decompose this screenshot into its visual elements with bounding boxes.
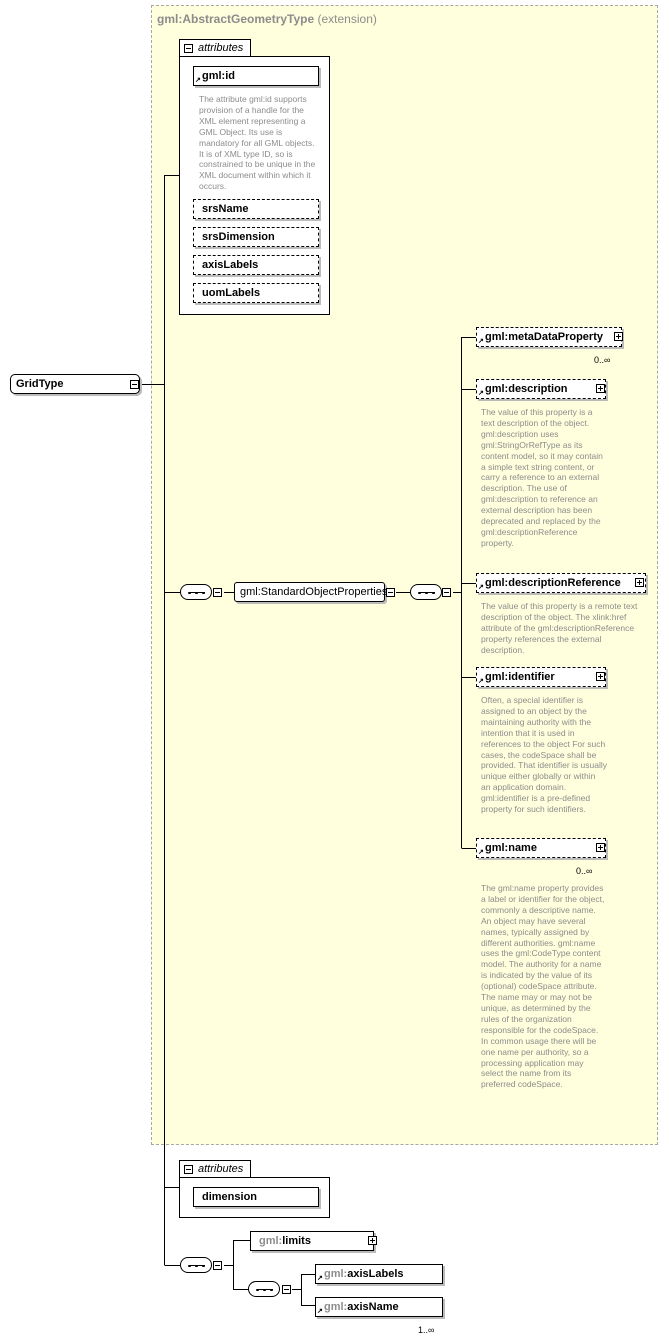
expand-icon[interactable] xyxy=(635,578,644,587)
choice-compositor-icon[interactable] xyxy=(248,1281,280,1297)
axisname-cardinality: 1..∞ xyxy=(418,1325,435,1335)
reference-arrow-icon: ↗ xyxy=(478,584,484,591)
expand-icon[interactable] xyxy=(614,332,623,341)
group-collapse-icon[interactable] xyxy=(386,588,395,597)
element-axislabels-name: axisLabels xyxy=(347,1268,404,1280)
name-cardinality: 0..∞ xyxy=(576,866,593,876)
choice-collapse-icon[interactable] xyxy=(282,1285,291,1294)
attribute-gml-id-description: The attribute gml:id supports provision … xyxy=(199,94,316,192)
root-element-label: GridType xyxy=(16,378,64,390)
extension-title: gml:AbstractGeometryType (extension) xyxy=(157,12,377,26)
bottom-attributes-tab[interactable]: attributes xyxy=(179,1160,251,1178)
sequence-compositor-icon[interactable] xyxy=(180,584,212,600)
extension-type-suffix: (extension) xyxy=(317,12,377,26)
element-identifier-text: Often, a special identifier is assigned … xyxy=(481,695,607,815)
element-metadataproperty[interactable]: ↗ gml:metaDataProperty xyxy=(476,327,622,347)
bottom-sequence-compositor-icon[interactable] xyxy=(180,1257,212,1273)
reference-arrow-icon: ↗ xyxy=(317,1308,323,1315)
element-metadataproperty-label: gml:metaDataProperty xyxy=(485,331,603,343)
reference-arrow-icon: ↗ xyxy=(317,1275,323,1282)
attribute-srsdimension-label: srsDimension xyxy=(202,231,275,243)
element-axislabels-prefix: gml: xyxy=(324,1268,348,1280)
attribute-srsdimension[interactable]: srsDimension xyxy=(193,227,319,247)
element-description[interactable]: ↗ gml:description xyxy=(476,379,606,399)
element-descriptionreference-label: gml:descriptionReference xyxy=(485,577,621,589)
expand-icon[interactable] xyxy=(596,843,605,852)
extension-type-name: gml:AbstractGeometryType xyxy=(157,12,315,26)
element-axisname[interactable]: ↗ gml:axisName xyxy=(315,1297,443,1317)
attribute-dimension-label: dimension xyxy=(202,1191,258,1203)
collapse-icon[interactable] xyxy=(184,44,193,53)
metadataproperty-cardinality: 0..∞ xyxy=(594,355,611,365)
element-axisname-name: axisName xyxy=(347,1301,399,1313)
attribute-srsname[interactable]: srsName xyxy=(193,199,319,219)
inner-sequence-compositor-icon[interactable] xyxy=(410,584,442,600)
expand-icon[interactable] xyxy=(596,672,605,681)
element-limits-name: limits xyxy=(282,1235,311,1247)
attribute-gml-id[interactable]: ↗ gml:id xyxy=(193,66,319,86)
attribute-axislabels[interactable]: axisLabels xyxy=(193,255,319,275)
top-attributes-label: attributes xyxy=(198,42,244,54)
bottom-sequence-collapse-icon[interactable] xyxy=(213,1261,222,1270)
attribute-dimension[interactable]: dimension xyxy=(193,1187,319,1207)
element-limits[interactable]: gml:limits xyxy=(250,1231,374,1251)
element-name-label: gml:name xyxy=(485,842,537,854)
reference-arrow-icon: ↗ xyxy=(478,338,484,345)
attribute-uomlabels[interactable]: uomLabels xyxy=(193,283,319,303)
element-description-label: gml:description xyxy=(485,383,568,395)
root-element-gridtype[interactable]: GridType xyxy=(10,374,140,394)
reference-arrow-icon: ↗ xyxy=(478,390,484,397)
element-limits-prefix: gml: xyxy=(259,1235,283,1247)
element-name[interactable]: ↗ gml:name xyxy=(476,838,606,858)
bottom-attributes-label: attributes xyxy=(198,1163,244,1175)
sequence-collapse-icon[interactable] xyxy=(213,588,222,597)
expand-icon[interactable] xyxy=(596,384,605,393)
expand-icon[interactable] xyxy=(368,1236,377,1245)
element-description-text: The value of this property is a text des… xyxy=(481,407,603,548)
attribute-srsname-label: srsName xyxy=(202,203,249,215)
top-attributes-tab[interactable]: attributes xyxy=(179,39,251,57)
attribute-uomlabels-label: uomLabels xyxy=(202,287,261,299)
attribute-gml-id-label: gml:id xyxy=(202,70,235,82)
group-label: gml:StandardObjectProperties xyxy=(240,586,388,598)
reference-arrow-icon: ↗ xyxy=(478,678,484,685)
attribute-axislabels-label: axisLabels xyxy=(202,259,259,271)
element-descriptionreference[interactable]: ↗ gml:descriptionReference xyxy=(476,573,646,593)
element-identifier-label: gml:identifier xyxy=(485,671,555,683)
element-axisname-prefix: gml: xyxy=(324,1301,348,1313)
element-identifier[interactable]: ↗ gml:identifier xyxy=(476,667,606,687)
collapse-icon[interactable] xyxy=(184,1165,193,1174)
element-axislabels[interactable]: ↗ gml:axisLabels xyxy=(315,1264,443,1284)
element-descriptionreference-text: The value of this property is a remote t… xyxy=(481,601,638,655)
root-collapse-icon[interactable] xyxy=(130,380,139,389)
inner-sequence-collapse-icon[interactable] xyxy=(442,588,451,597)
reference-arrow-icon: ↗ xyxy=(478,849,484,856)
group-standard-object-properties[interactable]: gml:StandardObjectProperties xyxy=(234,582,388,602)
reference-arrow-icon: ↗ xyxy=(195,77,201,84)
element-name-text: The gml:name property provides a label o… xyxy=(481,883,605,1090)
